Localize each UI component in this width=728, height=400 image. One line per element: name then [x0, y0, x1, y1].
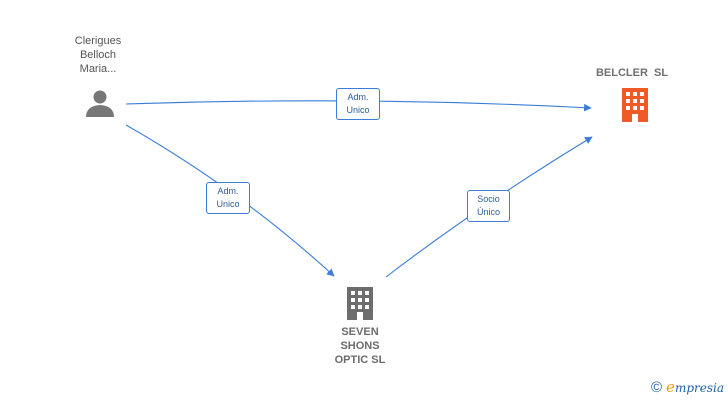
- edge-label-adm-unico-seven: Adm. Unico: [206, 182, 250, 214]
- empresia-logo[interactable]: © empresia: [650, 378, 724, 396]
- person-name[interactable]: Clerigues Belloch Maria...: [74, 35, 122, 75]
- edge-label-adm-unico-belcler: Adm. Unico: [336, 88, 380, 120]
- company-name-belcler[interactable]: BELCLER SL: [595, 67, 669, 79]
- edge-label-socio-unico: Socio Único: [467, 190, 510, 222]
- person-icon[interactable]: [86, 90, 114, 118]
- company-name-seven-shons[interactable]: SEVEN SHONS OPTIC SL: [334, 326, 386, 366]
- copyright-icon: ©: [650, 378, 663, 396]
